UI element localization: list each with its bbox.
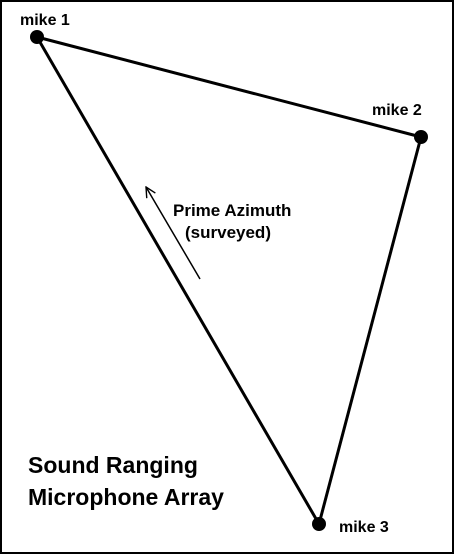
mike-3-point [312, 517, 326, 531]
mike-2-point [414, 130, 428, 144]
prime-azimuth-label: Prime Azimuth [173, 201, 291, 220]
edge-mike1-mike2 [36, 35, 422, 139]
diagram-title-line-1: Sound Ranging [28, 452, 198, 478]
edge-mike3-mike1 [35, 36, 321, 525]
mike-1-point [30, 30, 44, 44]
mike-2-label: mike 2 [372, 102, 422, 119]
prime-azimuth-sublabel: (surveyed) [185, 223, 271, 242]
mike-1-label: mike 1 [20, 12, 70, 29]
mike-3-label: mike 3 [339, 519, 389, 536]
prime-azimuth-arrow [146, 187, 201, 280]
edge-mike2-mike3 [317, 136, 423, 525]
diagram-title-line-2: Microphone Array [28, 484, 224, 510]
